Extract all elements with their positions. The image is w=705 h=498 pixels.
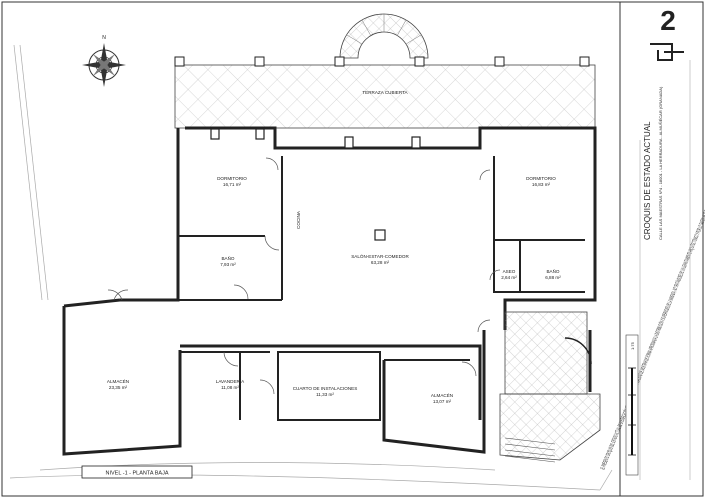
room-area: 2,64 m² <box>501 275 517 280</box>
room-area: 6,88 m² <box>545 275 561 280</box>
room-area: 16,71 m² <box>223 182 242 187</box>
patio-arch <box>564 337 592 365</box>
exterior-walls <box>62 126 597 456</box>
interior-walls <box>178 156 585 421</box>
room-labels: TERRAZA CUBIERTA DORMITORIO 16,71 m² DOR… <box>107 90 561 404</box>
patio-area <box>504 311 588 395</box>
notes-block: EL PRESENTE CROQUIS DEL ESTADO ACTUAL DE… <box>599 162 705 471</box>
room-name: ASEO <box>503 269 516 274</box>
title-block: 2 CROQUIS DE ESTADO ACTUAL CALLE LAS MAE… <box>639 5 691 480</box>
svg-text:N: N <box>102 35 106 41</box>
wall-pilasters <box>210 128 421 241</box>
room-name: ALMACÉN <box>431 392 453 398</box>
scale-label: 1:75 <box>630 341 635 350</box>
room-area: 7,93 m² <box>220 262 236 267</box>
room-name: COCINA <box>296 210 301 229</box>
room-area: 11,33 m² <box>316 392 334 397</box>
door-swings <box>107 157 501 395</box>
room-area: 16,83 m² <box>532 182 551 187</box>
logo-icon <box>650 43 684 61</box>
north-arrow-compass-rose-icon: N <box>82 35 126 87</box>
terrace-columns <box>174 56 590 67</box>
room-name: SALÓN-ESTAR-COMEDOR <box>351 253 409 259</box>
room-name: CUARTO DE INSTALACIONES <box>293 386 358 391</box>
room-area: 11,08 m² <box>221 385 239 390</box>
sheet-title: CROQUIS DE ESTADO ACTUAL <box>643 121 652 240</box>
room-area: 23,35 m² <box>109 385 128 390</box>
terrace-area <box>174 64 596 129</box>
room-name: TERRAZA CUBIERTA <box>362 90 408 95</box>
room-name: DORMITORIO <box>526 176 556 181</box>
sheet-address: CALLE LAS MAESTRAS Nº4 - 18001 - LA HERR… <box>658 86 663 240</box>
room-area: 63,28 m² <box>371 260 390 265</box>
room-name: DORMITORIO <box>217 176 247 181</box>
lower-terrace <box>499 393 601 461</box>
room-area: 13,07 m² <box>433 399 452 404</box>
room-name: BAÑO <box>221 255 234 261</box>
floor-label-box <box>81 465 193 479</box>
floor-label: NIVEL -1 - PLANTA BAJA <box>106 471 169 477</box>
sheet-number: 2 <box>660 5 676 36</box>
spiral-staircase-icon <box>339 13 429 59</box>
room-name: LAVANDERÍA <box>216 378 245 384</box>
exterior-stairs-icon <box>504 437 556 463</box>
room-name: ALMACÉN <box>107 378 129 384</box>
room-name: BAÑO <box>546 268 559 274</box>
notes-text: EL PRESENTE CROQUIS DEL ESTADO ACTUAL DE… <box>599 162 705 471</box>
scale-bar: 1:75 <box>625 334 639 476</box>
